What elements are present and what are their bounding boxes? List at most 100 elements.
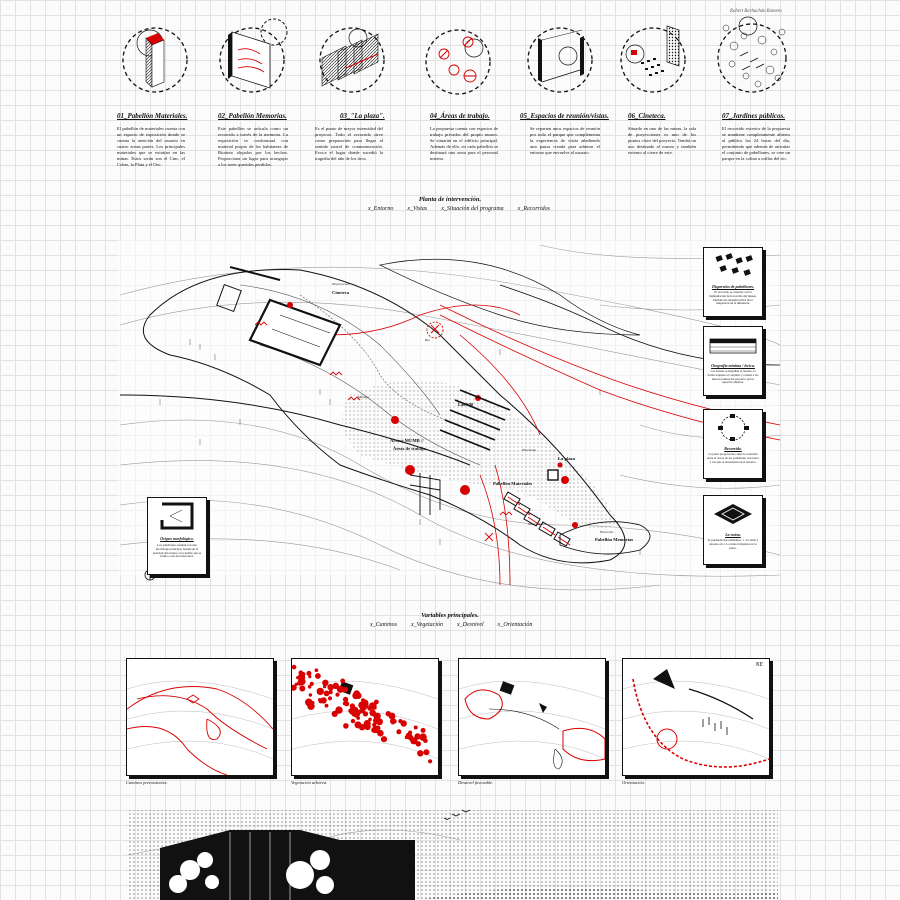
- tree-dot: [340, 678, 346, 684]
- program-text-07: El recorrido exterior de la propuesta se…: [722, 126, 790, 161]
- program-title-07: 07_Jardines públicos.: [722, 112, 786, 120]
- legend-vistas: x_Vistas: [407, 206, 428, 212]
- panel-orientacion: NE: [622, 658, 770, 776]
- tree-dot: [390, 718, 396, 725]
- side-card-ruina: La ruina. Se perdurán dos elementos: 1. …: [703, 495, 763, 565]
- label-alto: Nivel alto: [600, 530, 614, 534]
- tree-dot: [297, 673, 306, 682]
- tree-dot: [353, 690, 360, 697]
- program-text-04: La propuesta cuenta con espacios de trab…: [430, 126, 498, 161]
- side-card-title-1: Dispersión de pabellones.: [711, 284, 755, 289]
- tree-dot: [413, 725, 418, 730]
- origin-title: Origen morfológico.: [160, 536, 194, 541]
- label-cineteca-sub: Nivel acceso: [332, 282, 350, 286]
- tree-dot: [331, 710, 338, 717]
- tree-dot: [309, 681, 314, 686]
- tree-dot: [405, 732, 413, 740]
- side-card-dispersion: Dispersión de pabellones. El recorrido s…: [703, 247, 763, 317]
- icon-pabellon-memorias: [219, 18, 288, 93]
- tree-dot: [343, 686, 349, 692]
- tree-dot: [423, 749, 430, 756]
- tree-dot: [327, 684, 334, 691]
- tree-dot: [385, 711, 391, 717]
- vegetacion-map: [290, 664, 439, 764]
- icon-jardines-publicos: [717, 16, 787, 93]
- tree-dot: [335, 692, 340, 697]
- program-title-02: 02_Pabellón Memorias.: [218, 112, 287, 120]
- tree-dot: [368, 717, 372, 722]
- dispersion-icon: [715, 253, 753, 276]
- tree-dot: [294, 682, 298, 686]
- program-title-01: 01_Pabellón Materiales.: [117, 112, 188, 120]
- plan-legend: x_Entorno x_Vistas x_Situación del progr…: [368, 206, 550, 212]
- tree-dot: [299, 685, 306, 692]
- label-plaza: La plaza: [558, 456, 575, 461]
- tree-dot: [332, 682, 339, 689]
- variables-legend: x_Caminos x_Vegetación x_Desnivel x_Orie…: [370, 622, 532, 628]
- tree-dot: [317, 698, 322, 702]
- legend-orientacion: x_Orientación: [497, 622, 533, 628]
- tree-dot: [400, 720, 407, 727]
- origin-icon: [160, 502, 194, 530]
- label-reunion: reunión/vista: [528, 522, 546, 526]
- tree-dot: [296, 676, 300, 680]
- icon-espacios-reunion: [527, 27, 593, 93]
- tree-dot: [335, 706, 343, 714]
- program-text-03: Es el punto de mayor intensidad del proy…: [315, 126, 383, 161]
- ruina-icon: [714, 504, 752, 524]
- side-card-title-4: La ruina.: [725, 532, 741, 537]
- tree-dot: [306, 670, 312, 676]
- label-mirador: Mirador: [358, 395, 370, 399]
- tree-dot: [348, 708, 353, 714]
- label-rio: Rio: [425, 338, 430, 342]
- tree-dot: [323, 690, 330, 697]
- side-card-text-2: Las formas acompañan el terreno, la form…: [707, 369, 759, 385]
- side-card-text-3: La pieza proporciona como la conexión en…: [707, 452, 759, 464]
- program-title-05: 05_Espacios de reunión/vistas.: [520, 112, 609, 120]
- tree-dot: [308, 693, 313, 697]
- tree-dot: [396, 729, 402, 735]
- tree-dot: [342, 696, 349, 703]
- legend-desnivel: x_Desnivel: [457, 622, 484, 628]
- tree-dot: [428, 759, 433, 764]
- program-title-04: 04_Áreas de trabajo.: [430, 112, 490, 120]
- panel-caminos: [126, 658, 274, 776]
- icon-pabellon-materiales: [122, 27, 188, 93]
- label-materiales: Pabellón Materiales: [493, 481, 533, 486]
- author-credit: Robert Barbachán Romero: [730, 9, 782, 14]
- tree-dot: [410, 737, 418, 745]
- program-title-06: 06_Cineteca.: [628, 112, 666, 120]
- panel-desnivel: [458, 658, 606, 776]
- label-cineteca: Cineteca: [332, 290, 350, 295]
- caminos-map: [126, 680, 274, 776]
- desnivel-map: [458, 680, 606, 770]
- recorrido-icon: [718, 414, 749, 441]
- label-las300: Las 300: [458, 402, 474, 407]
- tree-dot: [342, 701, 347, 706]
- tree-dot: [352, 710, 360, 718]
- tree-dot: [328, 690, 333, 695]
- icon-cineteca: [620, 25, 686, 93]
- tree-dot: [298, 670, 304, 675]
- side-card-title-2: Orografía mínima / lecica.: [711, 363, 755, 368]
- program-text-05: Se reparten unos espacios de reunión por…: [530, 126, 600, 155]
- side-card-orografia: Orografía mínima / lecica. Las formas ac…: [703, 326, 763, 396]
- caption-vegetacion: Vegetación arbórea.: [291, 780, 328, 785]
- tree-dot: [315, 673, 321, 679]
- tree-dot: [350, 718, 356, 724]
- tree-dot: [324, 703, 329, 708]
- legend-recorridos: x_Recorridos: [517, 206, 550, 212]
- tree-dot: [322, 679, 329, 686]
- tree-dot: [414, 733, 421, 740]
- tree-dot: [343, 723, 349, 729]
- tree-dot: [373, 717, 380, 725]
- program-icons: [122, 16, 787, 95]
- icon-la-plaza: [319, 27, 385, 93]
- label-memorias: Pabellón Memorias: [595, 537, 634, 542]
- tree-dot: [356, 716, 360, 720]
- program-title-03: 03_"La plaza".: [340, 112, 385, 120]
- tree-dot: [374, 699, 379, 705]
- side-card-text-1: El recorrido se resuelve con la manipula…: [709, 290, 757, 306]
- tree-dot: [336, 685, 344, 693]
- plan-title: Planta de intervención.: [418, 196, 482, 203]
